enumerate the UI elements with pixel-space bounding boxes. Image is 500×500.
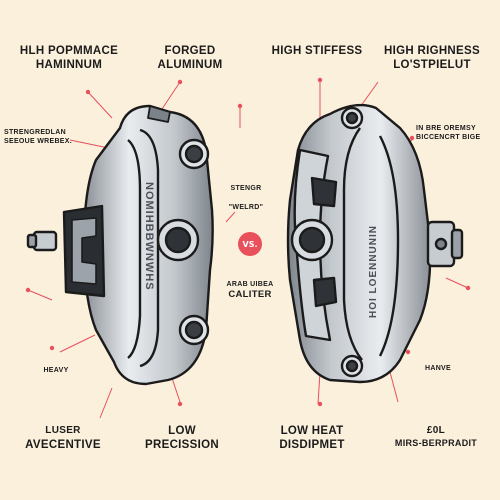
label-bottom-right: £0L MIRS-BERPRADIT xyxy=(376,424,496,449)
pointer-dot xyxy=(85,89,91,95)
label-strength-welded: STENGR "WELRD" xyxy=(214,184,278,212)
right-caliper xyxy=(286,103,464,384)
left-bleeder xyxy=(32,230,58,252)
pointer-line xyxy=(159,81,181,113)
label-line: FORGED xyxy=(164,45,216,57)
label-right-small: IN BRE OREMSY BICCENCRT BIGE xyxy=(416,124,496,142)
pointer-dot xyxy=(465,285,471,291)
left-caliper-recess-fill xyxy=(71,217,97,285)
label-line: £0L xyxy=(426,425,446,436)
pointer-dot xyxy=(405,349,411,355)
label-high-rigidness: HIGH RIGHNESS LO'STPIELUT xyxy=(372,44,492,72)
label-line: LOW xyxy=(168,425,196,437)
pointer-dot xyxy=(237,103,243,109)
right-caliper-window xyxy=(312,276,338,308)
label-line: HIGH STIFFESS xyxy=(271,45,363,57)
pointer-dot xyxy=(317,401,323,407)
pointer-line xyxy=(59,334,96,353)
pointer-line xyxy=(87,91,113,119)
right-caliper-engraving: HOI LOENNUNIN xyxy=(368,225,379,318)
left-caliper-engraving: NOMIHBBWNWHS xyxy=(143,182,155,291)
label-lower-adhesive: LUSER AVECENTIVE xyxy=(8,424,118,452)
left-bleeder-tip xyxy=(26,233,38,249)
label-line: "WELRD" xyxy=(228,204,264,211)
pointer-line xyxy=(27,289,53,301)
pointer-line xyxy=(225,211,236,223)
pointer-dot xyxy=(177,401,183,407)
label-heavy: HEAVY xyxy=(36,366,76,375)
label-line: SEEOUE WREBEX. xyxy=(4,138,72,145)
label-line: IN BRE OREMSY xyxy=(416,125,476,132)
label-high-performance: HLH POPMMACE HAMINNUM xyxy=(14,44,124,72)
label-line: HLH POPMMACE xyxy=(19,45,119,57)
label-line: LUSER xyxy=(45,425,81,436)
left-caliper-rib xyxy=(127,139,142,359)
label-low-heat: LOW HEAT DISDIPMET xyxy=(262,424,362,452)
label-line: PRECISSION xyxy=(145,439,219,451)
pointer-line xyxy=(389,371,399,403)
pointer-dot xyxy=(49,345,55,351)
label-hanve: HANVE xyxy=(418,364,458,373)
label-strength-left: STRENGREDLAN SEEOUE WREBEX. xyxy=(4,128,84,146)
pointer-dot xyxy=(317,77,323,83)
label-forged-aluminum: FORGED ALUMINUM xyxy=(140,44,240,72)
label-line: ARAB UIBEA xyxy=(226,281,274,288)
label-line: STRENGREDLAN xyxy=(4,129,66,136)
label-line: MIRS-BERPRADIT xyxy=(394,438,478,448)
label-line: DISDIPMET xyxy=(279,439,345,451)
right-caliper-rib xyxy=(342,127,363,361)
pointer-line xyxy=(317,371,321,405)
pointer-line xyxy=(99,387,113,419)
label-line: AVECENTIVE xyxy=(25,439,101,451)
label-line: STENGR xyxy=(230,185,262,192)
right-caliper-window xyxy=(310,176,338,208)
label-line: LOW HEAT xyxy=(280,425,344,437)
label-line: HIGH RIGHNESS xyxy=(384,45,480,57)
right-caliper-rib xyxy=(378,135,400,357)
label-line: LO'STPIELUT xyxy=(393,59,471,71)
label-line: HANVE xyxy=(424,365,451,372)
pointer-dot xyxy=(25,287,31,293)
label-caliper: ARAB UIBEA CALITER xyxy=(212,280,288,301)
pointer-dot xyxy=(409,135,415,141)
label-low-precision: LOW PRECISSION xyxy=(132,424,232,452)
pointer-dots xyxy=(25,77,471,407)
label-high-stiffness: HIGH STIFFESS xyxy=(262,44,372,58)
left-caliper-rib xyxy=(139,128,160,368)
label-line: ALUMINUM xyxy=(157,59,223,71)
label-line: BICCENCRT BIGE xyxy=(416,134,481,141)
vs-badge: VS. xyxy=(238,232,262,256)
label-line: CALITER xyxy=(228,289,272,300)
label-line: HAMINNUM xyxy=(35,59,103,71)
label-line: HEAVY xyxy=(43,367,69,374)
pointer-line xyxy=(445,277,469,289)
pointer-dot xyxy=(177,79,183,85)
left-caliper xyxy=(26,104,214,386)
